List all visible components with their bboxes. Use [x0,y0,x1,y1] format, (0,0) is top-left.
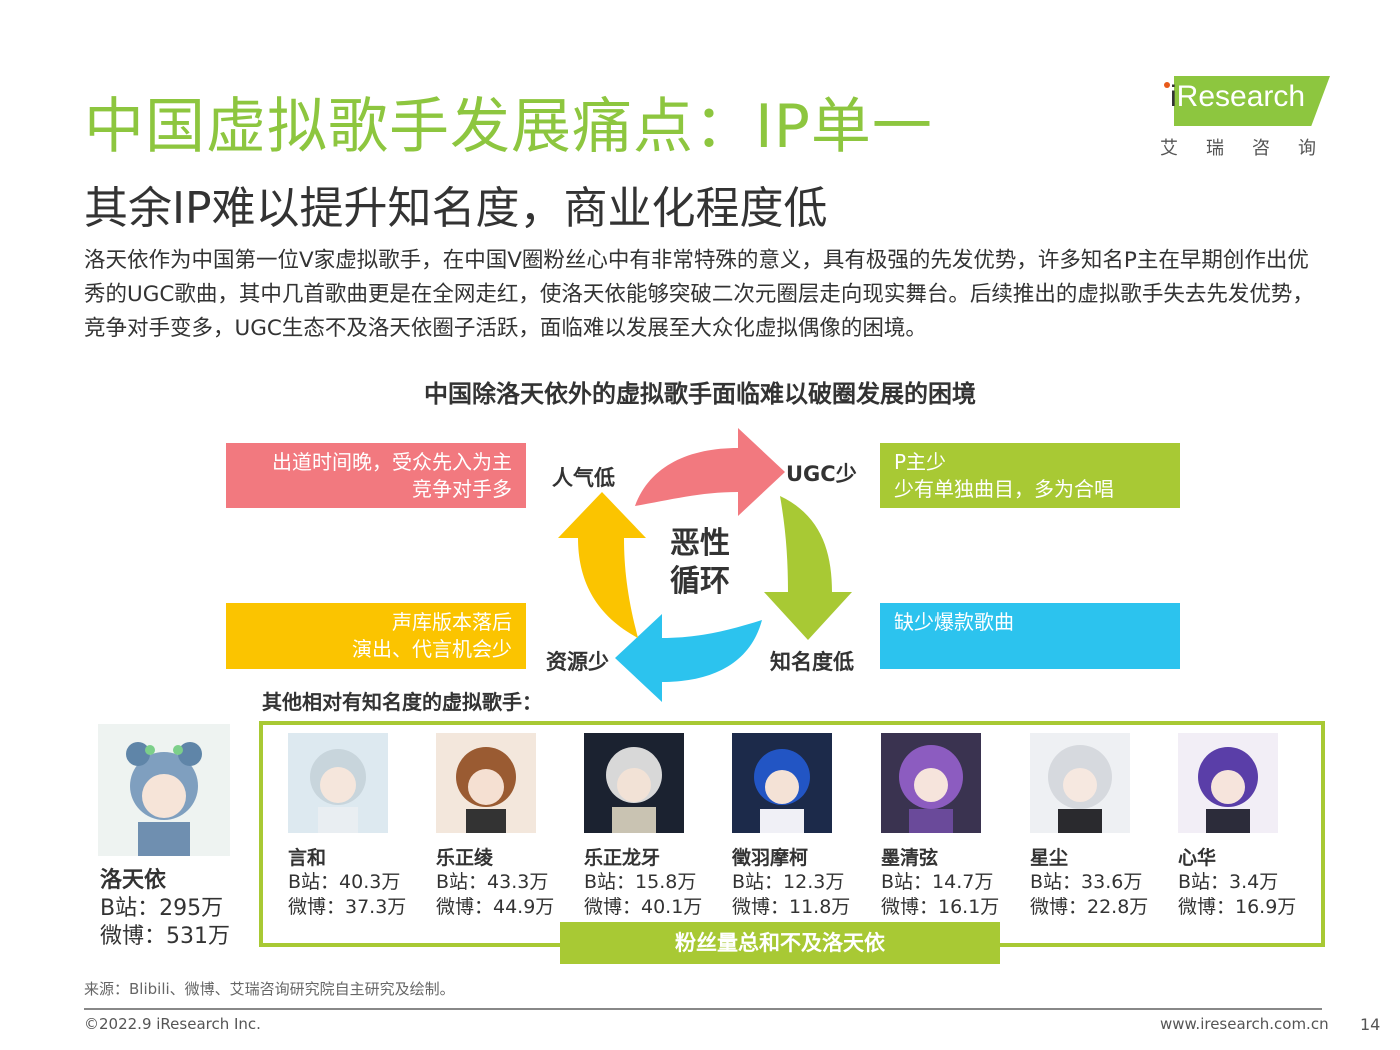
luo-tianyi-bilibili: B站：295万 [100,896,224,921]
arrow-pink [635,428,785,516]
box-top-left-line1: 出道时间晚，受众先入为主 [272,450,512,474]
singer-card: 心华 B站：3.4万 微博：16.9万 [1178,733,1318,920]
singer-avatar [881,733,981,833]
singer-card: 墨清弦 B站：14.7万 微博：16.1万 [881,733,1021,920]
singer-name: 言和 [288,847,327,869]
box-bottom-right: 缺少爆款歌曲 [880,603,1180,669]
box-top-left: 出道时间晚，受众先入为主 竞争对手多 [226,443,526,508]
summary-banner: 粉丝量总和不及洛天依 [560,922,1000,964]
website-link[interactable]: www.iresearch.com.cn [1160,1015,1329,1033]
center-line2: 循环 [670,564,730,599]
singer-weibo: 微博：11.8万 [732,896,851,918]
node-popularity-low: 人气低 [552,466,615,490]
box-bottom-left-line1: 声库版本落后 [392,610,512,634]
box-top-right: P主少 少有单独曲目，多为合唱 [880,443,1180,508]
center-line1: 恶性 [670,526,730,561]
singers-heading: 其他相对有知名度的虚拟歌手： [262,690,542,714]
cycle-center-label: 恶性 循环 [640,525,760,601]
box-bottom-right-line1: 缺少爆款歌曲 [894,610,1014,634]
singer-bilibili: B站：43.3万 [436,871,549,893]
box-bottom-left: 声库版本落后 演出、代言机会少 [226,603,526,669]
arrow-blue [615,614,762,702]
singer-name: 星尘 [1030,847,1069,869]
arrow-yellow [558,492,646,638]
singer-name: 乐正绫 [436,847,494,869]
singer-weibo: 微博：37.3万 [288,896,407,918]
logo-wordmark: Research [1176,80,1306,113]
singer-weibo: 微博：22.8万 [1030,896,1149,918]
intro-paragraph: 洛天依作为中国第一位V家虚拟歌手，在中国V圈粉丝心中有非常特殊的意义，具有极强的… [84,248,1314,341]
singer-weibo: 微博：44.9万 [436,896,555,918]
logo-chinese: 艾瑞咨询 [1160,138,1344,159]
singer-bilibili: B站：12.3万 [732,871,845,893]
singer-weibo: 微博：16.1万 [881,896,1000,918]
singer-card: 乐正龙牙 B站：15.8万 微博：40.1万 [584,733,724,920]
arrow-green [764,496,852,640]
page-title: 中国虚拟歌手发展痛点：IP单一 [84,92,933,162]
singer-weibo: 微博：16.9万 [1178,896,1297,918]
luo-tianyi-avatar [98,724,230,856]
singer-name: 心华 [1178,847,1217,869]
node-awareness-low: 知名度低 [770,650,854,674]
page-number: 14 [1360,1015,1381,1034]
box-top-right-line2: 少有单独曲目，多为合唱 [894,477,1114,501]
node-ugc-few: UGC少 [786,462,857,486]
singer-bilibili: B站：14.7万 [881,871,994,893]
singer-avatar [584,733,684,833]
diagram-title: 中国除洛天依外的虚拟歌手面临难以破圈发展的困境 [424,380,976,408]
singer-card: 言和 B站：40.3万 微博：37.3万 [288,733,428,920]
singer-avatar [436,733,536,833]
node-resources-few: 资源少 [546,650,609,674]
box-top-left-line2: 竞争对手多 [412,477,512,501]
box-bottom-left-line2: 演出、代言机会少 [352,637,512,661]
box-top-right-line1: P主少 [894,450,947,474]
singer-name: 徵羽摩柯 [732,847,809,869]
singer-avatar [1178,733,1278,833]
singer-card: 徵羽摩柯 B站：12.3万 微博：11.8万 [732,733,872,920]
logo-i: i [1170,80,1177,113]
singer-bilibili: B站：33.6万 [1030,871,1143,893]
singer-avatar [288,733,388,833]
singer-bilibili: B站：40.3万 [288,871,401,893]
singer-card: 乐正绫 B站：43.3万 微博：44.9万 [436,733,576,920]
vicious-cycle-arrows [558,428,852,702]
copyright: ©2022.9 iResearch Inc. [84,1015,261,1033]
singer-bilibili: B站：15.8万 [584,871,697,893]
singer-bilibili: B站：3.4万 [1178,871,1279,893]
source-note: 来源：Blibili、微博、艾瑞咨询研究院自主研究及绘制。 [84,980,455,998]
singer-name: 墨清弦 [881,847,939,869]
singer-card: 星尘 B站：33.6万 微博：22.8万 [1030,733,1170,920]
luo-tianyi-weibo: 微博：531万 [100,924,230,949]
singer-avatar [732,733,832,833]
page-subtitle: 其余IP难以提升知名度，商业化程度低 [84,183,828,234]
singer-weibo: 微博：40.1万 [584,896,703,918]
singer-avatar [1030,733,1130,833]
footer-divider [84,1008,1322,1010]
singer-name: 乐正龙牙 [584,847,661,869]
luo-tianyi-name: 洛天依 [100,868,167,893]
iresearch-logo: iResearch 艾瑞咨询 [1160,72,1330,162]
